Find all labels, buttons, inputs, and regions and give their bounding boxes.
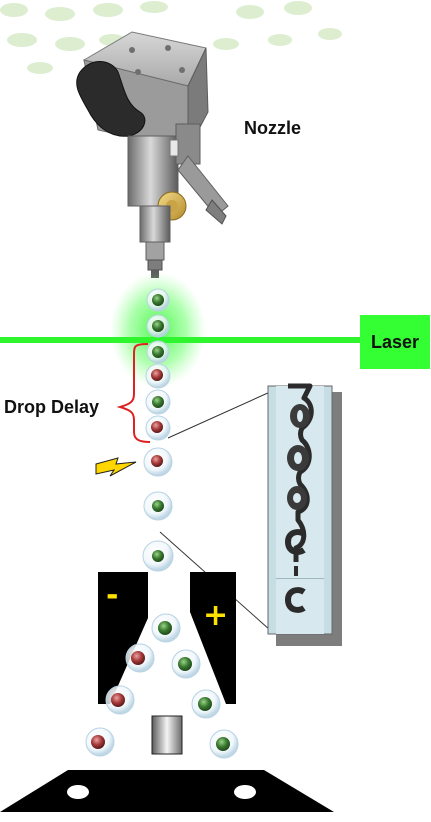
green-cell bbox=[178, 657, 192, 671]
green-cell bbox=[152, 346, 164, 358]
green-cell bbox=[152, 294, 164, 306]
positive-plate-sign: + bbox=[203, 598, 229, 633]
red-cell bbox=[91, 735, 105, 749]
left-deflected-stream bbox=[85, 643, 155, 757]
droplet-stream bbox=[142, 288, 174, 572]
nozzle-assembly-icon bbox=[76, 31, 229, 278]
red-cell bbox=[151, 369, 163, 381]
collection-tray bbox=[0, 770, 334, 812]
collection-tube-icon bbox=[151, 715, 183, 755]
negative-plate-sign: - bbox=[106, 578, 119, 613]
negative-plate bbox=[98, 572, 148, 704]
green-cell bbox=[216, 737, 230, 751]
drop-delay-bracket bbox=[116, 343, 151, 443]
zoom-line-upper bbox=[167, 391, 271, 439]
laser-beam bbox=[0, 337, 362, 343]
green-cell bbox=[198, 697, 212, 711]
green-cell bbox=[152, 550, 164, 562]
laser-label: Laser bbox=[360, 315, 430, 369]
green-cell bbox=[152, 320, 164, 332]
background-dots bbox=[0, 1, 342, 74]
nozzle-label: Nozzle bbox=[244, 118, 302, 138]
green-cell bbox=[152, 500, 164, 512]
right-deflected-stream bbox=[151, 613, 239, 759]
green-cell bbox=[158, 621, 172, 635]
red-cell bbox=[111, 693, 125, 707]
green-cell bbox=[152, 396, 164, 408]
droplet-breakoff-inset bbox=[267, 383, 342, 646]
lightning-bolt-icon bbox=[95, 457, 137, 477]
positive-plate bbox=[190, 572, 236, 704]
red-cell bbox=[151, 455, 163, 467]
red-cell bbox=[131, 651, 145, 665]
red-cell bbox=[151, 421, 163, 433]
drop-delay-label: Drop Delay bbox=[4, 397, 100, 417]
